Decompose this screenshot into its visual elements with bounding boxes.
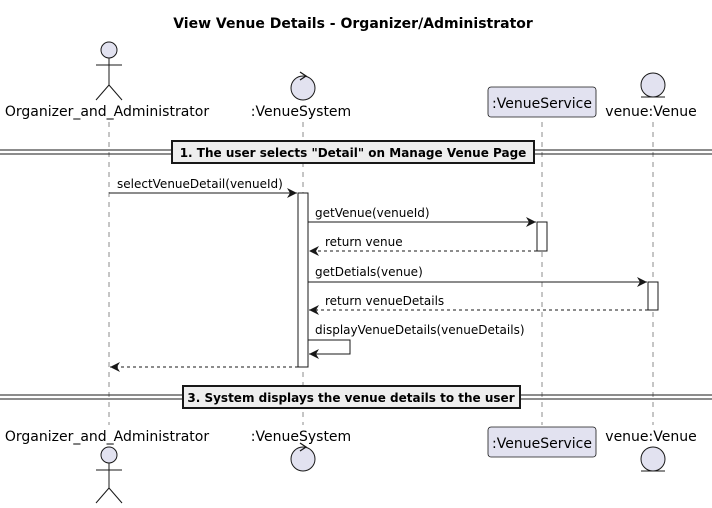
diagram-title: View Venue Details - Organizer/Administr…	[173, 16, 533, 32]
participant-label-venue-system-bottom: :VenueSystem	[251, 429, 351, 445]
activation-venue-system	[297, 192, 309, 368]
participant-label-venue: venue:Venue	[605, 104, 696, 120]
divider-1	[0, 140, 712, 164]
message-label: return venue	[325, 235, 403, 249]
participant-label-organizer: Organizer_and_Administrator	[5, 104, 209, 120]
control-icon	[290, 71, 316, 101]
divider-2	[0, 385, 712, 409]
message-label: return venueDetails	[325, 294, 444, 308]
divider-1-label: 1. The user selects "Detail" on Manage V…	[180, 146, 527, 160]
activation-venue	[647, 281, 659, 311]
activation-venue-service	[536, 221, 548, 252]
participant-box-venue-service	[487, 86, 597, 118]
entity-icon	[640, 72, 666, 98]
message-label: getDetials(venue)	[315, 265, 423, 279]
message-label: selectVenueDetail(venueId)	[117, 177, 283, 191]
participant-label-venue-bottom: venue:Venue	[605, 429, 696, 445]
divider-2-label: 3. System displays the venue details to …	[187, 391, 514, 405]
control-icon	[290, 442, 316, 472]
self-message-arrow	[308, 339, 351, 359]
participant-label-venue-system: :VenueSystem	[251, 104, 351, 120]
participant-label-venue-service-bottom: :VenueService	[492, 436, 592, 452]
message-label: displayVenueDetails(venueDetails)	[315, 323, 525, 337]
participant-box-venue-service-bottom	[487, 426, 597, 458]
actor-icon	[95, 41, 123, 101]
actor-icon	[95, 446, 123, 504]
entity-icon	[640, 446, 666, 472]
participant-label-venue-service: :VenueService	[492, 96, 592, 112]
participant-label-organizer-bottom: Organizer_and_Administrator	[5, 429, 209, 445]
message-label: getVenue(venueId)	[315, 206, 430, 220]
